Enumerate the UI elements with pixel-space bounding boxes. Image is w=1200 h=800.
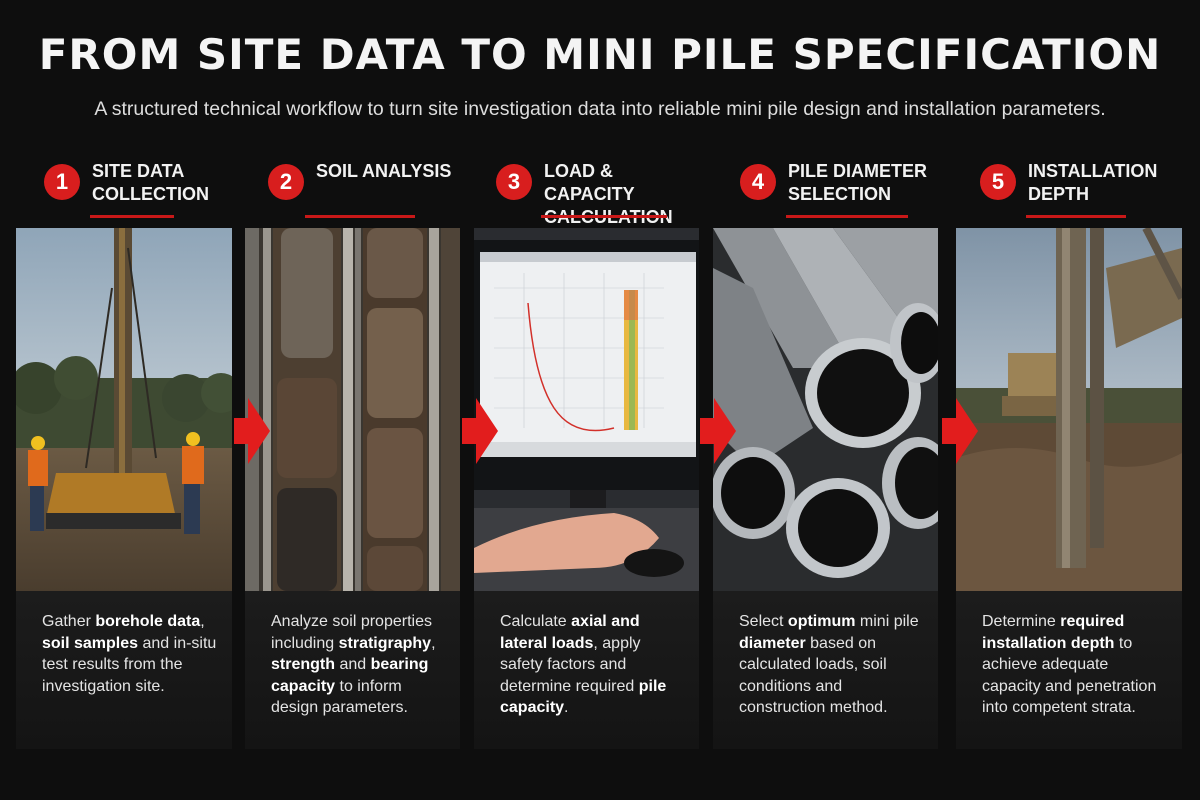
step-5-number-badge: 5 [980, 164, 1016, 200]
description-emphasis: strength [271, 656, 335, 673]
description-text: to achieve adequate capacity and penetra… [982, 634, 1157, 717]
description-text: and [335, 656, 371, 673]
step-5-header: 5 INSTALLATION DEPTH [980, 160, 1180, 220]
description-text: , [200, 613, 205, 630]
step-5-description: Determine required installation depth to… [956, 591, 1182, 749]
description-emphasis: required installation depth [982, 613, 1125, 652]
description-text: , [431, 634, 436, 652]
step-1-description: Gather borehole data, soil samples and i… [16, 591, 232, 749]
step-4-header: 4 PILE DIAMETER SELECTION [740, 160, 940, 220]
step-5-title: INSTALLATION DEPTH [1028, 161, 1158, 204]
step-2-description: Analyze soil properties including strati… [245, 591, 460, 749]
description-emphasis: bearing capacity [271, 656, 429, 695]
description-emphasis: diameter [739, 634, 806, 652]
step-4-title: PILE DIAMETER SELECTION [788, 161, 928, 204]
drilling-rig-with-workers-photo [16, 228, 232, 591]
arrow-right-icon [700, 398, 736, 464]
description-text: to inform design parameters. [271, 677, 408, 717]
description-text: . [564, 699, 569, 716]
step-3-number-badge: 3 [496, 164, 532, 200]
computer-analysis-screen-photo [474, 228, 699, 591]
description-text: , apply safety factors and determine req… [500, 634, 641, 695]
step-1-header: 1 SITE DATA COLLECTION [44, 160, 234, 220]
description-text: based on calculated loads, soil conditio… [739, 634, 888, 717]
steel-pipes-photo [713, 228, 938, 591]
description-text: mini pile [855, 613, 919, 630]
step-2-title: SOIL ANALYSIS [316, 161, 452, 181]
step-5-underline [1026, 215, 1126, 218]
description-emphasis: borehole data [95, 613, 201, 630]
description-text: and in-situ test results from the invest… [42, 634, 217, 695]
description-text: Determine [982, 613, 1061, 630]
pile-installation-rig-photo [956, 228, 1182, 591]
description-emphasis: pile capacity [500, 677, 667, 717]
step-1-title: SITE DATA COLLECTION [92, 161, 209, 204]
description-text: Analyze soil properties including [271, 613, 432, 652]
step-3-title: LOAD & CAPACITY CALCULATION [544, 161, 673, 227]
step-2-underline [305, 215, 415, 218]
step-1-number-badge: 1 [44, 164, 80, 200]
description-emphasis: optimum [787, 613, 856, 630]
step-3-underline [541, 215, 667, 218]
page-title: FROM SITE DATA TO MINI PILE SPECIFICATIO… [38, 30, 1162, 79]
step-4-description: Select optimum mini pile diameter based … [713, 591, 938, 749]
step-2-number-badge: 2 [268, 164, 304, 200]
step-3-header: 3 LOAD & CAPACITY CALCULATION [496, 160, 706, 227]
arrow-right-icon [942, 398, 978, 464]
step-2-header: 2 SOIL ANALYSIS [268, 160, 468, 220]
description-text: Calculate [500, 613, 572, 630]
soil-core-samples-photo [245, 228, 460, 591]
page-subtitle: A structured technical workflow to turn … [94, 98, 1106, 120]
step-1-underline [90, 215, 174, 218]
step-3-description: Calculate axial and lateral loads, apply… [474, 591, 699, 749]
description-text: Select [739, 613, 788, 630]
description-emphasis: soil samples [42, 634, 139, 652]
step-4-underline [786, 215, 908, 218]
arrow-right-icon [234, 398, 270, 464]
description-emphasis: axial and lateral loads [500, 613, 640, 652]
arrow-right-icon [462, 398, 498, 464]
step-4-number-badge: 4 [740, 164, 776, 200]
description-emphasis: stratigraphy [338, 634, 432, 652]
description-text: Gather [42, 613, 96, 630]
